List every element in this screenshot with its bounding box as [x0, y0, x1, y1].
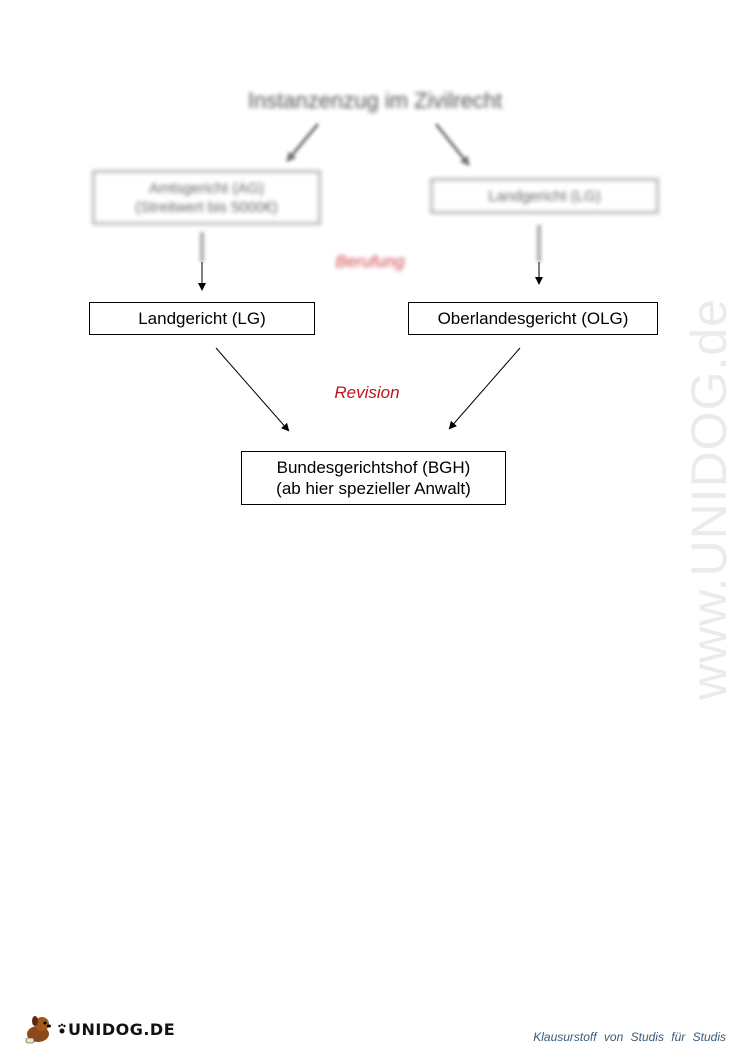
arrow-title-to-lg — [434, 123, 470, 167]
box-bgh-line1: Bundesgerichtshof (BGH) — [276, 458, 471, 477]
box-oberlandesgericht: Oberlandesgericht (OLG) — [408, 302, 658, 335]
box-landgericht: Landgericht (LG) — [89, 302, 315, 335]
box-amtsgericht-line1: Amtsgericht (AG) — [148, 179, 265, 197]
footer-tagline: Klausurstoff von Studis für Studis — [533, 1030, 726, 1044]
footer-logo: UNIDOG.DE — [22, 1014, 175, 1044]
arrow-revision-right — [448, 347, 521, 430]
box-amtsgericht-line2: (Streitwert bis 5000€) — [135, 198, 278, 216]
box-landgericht-top-label: Landgericht (LG) — [488, 187, 601, 205]
watermark: www.UNIDOG.de — [681, 298, 737, 700]
arrow-revision-left — [215, 347, 290, 432]
box-landgericht-label: Landgericht (LG) — [138, 309, 266, 328]
dog-icon — [25, 1016, 51, 1044]
diagram-title: Instanzenzug im Zivilrecht — [247, 88, 503, 113]
box-landgericht-top: Landgericht (LG) — [430, 178, 659, 214]
box-bundesgerichtshof: Bundesgerichtshof (BGH) (ab hier speziel… — [241, 451, 506, 505]
label-revision: Revision — [334, 383, 400, 402]
box-oberlandesgericht-label: Oberlandesgericht (OLG) — [437, 309, 629, 328]
label-berufung: Berufung — [335, 252, 405, 271]
paw-icon — [58, 1023, 66, 1034]
box-bgh-line2: (ab hier spezieller Anwalt) — [276, 479, 471, 498]
box-amtsgericht: Amtsgericht (AG) (Streitwert bis 5000€) — [92, 170, 321, 225]
arrow-title-to-ag — [286, 123, 320, 163]
logo-text: UNIDOG.DE — [68, 1019, 176, 1039]
